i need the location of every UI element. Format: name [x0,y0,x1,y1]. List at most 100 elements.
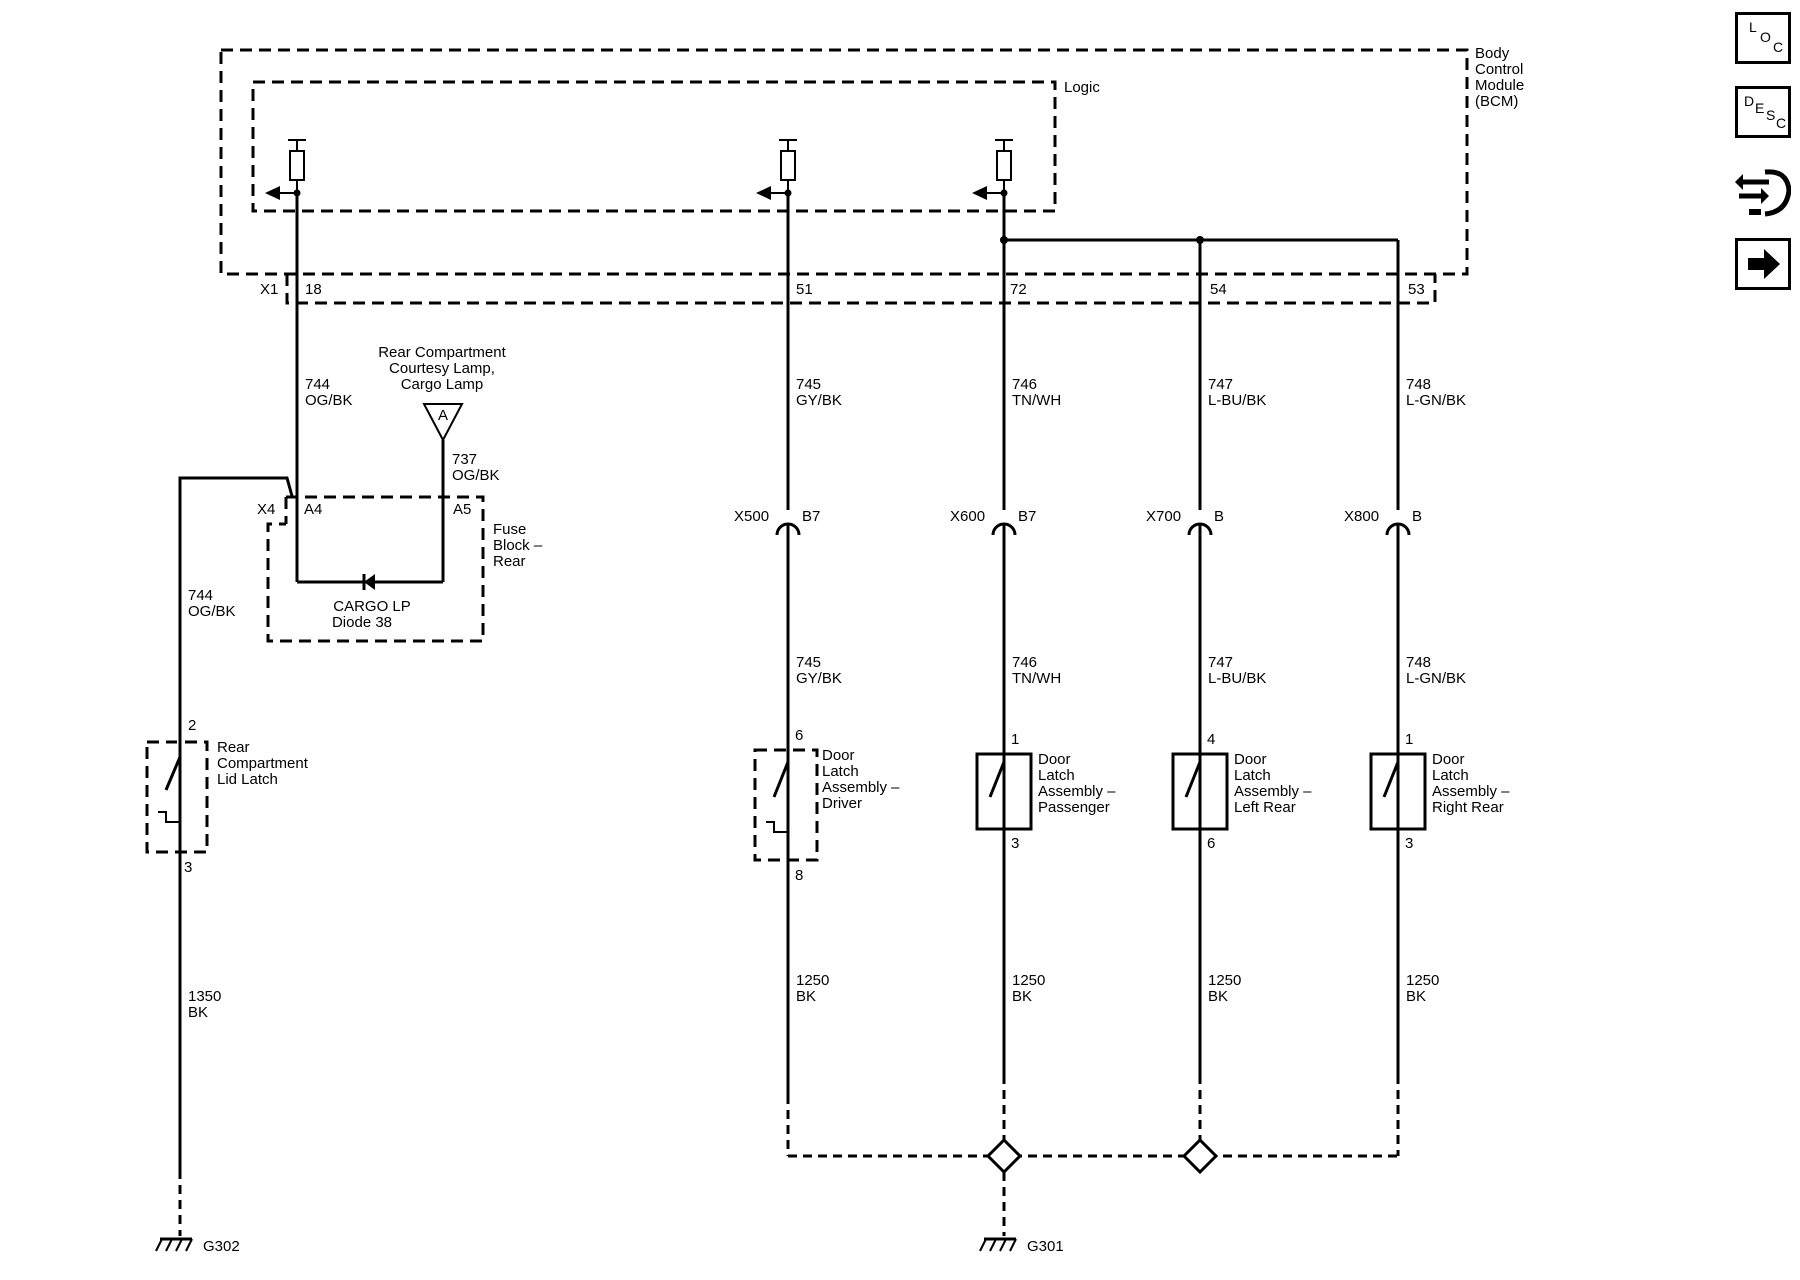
circuit-744-color: OG/BK [305,392,353,409]
svg-text:B: B [1412,508,1422,525]
svg-text:BK: BK [1208,988,1228,1005]
pin-18: 18 [305,281,322,298]
bcm-module: Body Control Module (BCM) Logic X1 [219,45,1524,305]
svg-text:Door: Door [1038,751,1071,768]
diode-label: CARGO LP [333,598,411,615]
svg-text:6: 6 [1207,835,1215,852]
svg-text:Door: Door [1234,751,1267,768]
loc-letter: L [1749,19,1757,35]
svg-text:Fuse: Fuse [493,521,526,538]
svg-text:3: 3 [1011,835,1019,852]
desc-letter: S [1766,107,1776,123]
svg-text:BK: BK [796,988,816,1005]
inline-connector-x500: X500 B7 [734,508,820,536]
ground-g302-label: G302 [203,1238,240,1255]
svg-text:Assembly –: Assembly – [1234,783,1312,800]
circuit-745-num: 745 [796,376,821,393]
svg-text:Assembly –: Assembly – [1432,783,1510,800]
diode-label: Diode 38 [332,614,392,631]
svg-text:X500: X500 [734,508,769,525]
svg-text:L-BU/BK: L-BU/BK [1208,670,1266,687]
svg-text:3: 3 [1405,835,1413,852]
desc-letter: E [1755,100,1765,116]
pin-72: 72 [1010,281,1027,298]
bcm-label-line: Body [1475,45,1510,62]
circuit-748-num: 748 [1406,376,1431,393]
desc-letter: D [1744,93,1755,109]
description-button[interactable]: D E S C [1735,86,1791,138]
circuit-745-color: GY/BK [796,392,842,409]
circuit-744-num: 744 [305,376,330,393]
svg-text:748: 748 [1406,654,1431,671]
svg-text:B: B [1214,508,1224,525]
svg-text:1250: 1250 [796,972,829,989]
inline-connector-x700: X700 B [1146,508,1224,536]
circuit-747-color: L-BU/BK [1208,392,1266,409]
svg-text:Passenger: Passenger [1038,799,1110,816]
bcm-door-bus [1000,236,1400,274]
courtesy-lamp-reference: Rear Compartment Courtesy Lamp, Cargo La… [378,344,507,582]
connector-end-view-icon [1735,169,1792,217]
svg-text:Compartment: Compartment [217,755,309,772]
svg-text:6: 6 [795,727,803,744]
svg-text:Latch: Latch [1432,767,1469,784]
svg-text:1: 1 [1405,731,1413,748]
door-latch-passenger: 1 3 Door Latch Assembly – Passenger [975,731,1116,852]
location-button[interactable]: L O C [1735,12,1791,64]
svg-text:Module: Module [1475,77,1524,94]
circuit-748-color: L-GN/BK [1406,392,1466,409]
door-latch-left-rear: 4 6 Door Latch Assembly – Left Rear [1171,731,1312,852]
circuit-1350-num: 1350 [188,988,221,1005]
ground-icon [979,1237,1017,1252]
bcm-input-pin18 [265,139,306,200]
svg-text:746: 746 [1012,654,1037,671]
circuit-744-num: 744 [188,587,213,604]
svg-text:X700: X700 [1146,508,1181,525]
circuit-746-num: 746 [1012,376,1037,393]
door-latch-right-rear: 1 3 Door Latch Assembly – Right Rear [1369,731,1510,852]
next-button[interactable] [1735,238,1791,290]
svg-text:BK: BK [1012,988,1032,1005]
logic-label: Logic [1064,79,1100,96]
svg-text:747: 747 [1208,654,1233,671]
circuit-746-color: TN/WH [1012,392,1061,409]
svg-text:4: 4 [1207,731,1215,748]
svg-text:Left Rear: Left Rear [1234,799,1296,816]
svg-text:Cargo Lamp: Cargo Lamp [401,376,484,393]
circuit-1350-color: BK [188,1004,208,1021]
lid-latch-pin-bottom: 3 [184,859,192,876]
loc-letter: O [1760,29,1771,45]
ground-icon [155,1237,193,1252]
svg-text:X600: X600 [950,508,985,525]
circuit-737-color: OG/BK [452,467,500,484]
pin-53: 53 [1408,281,1425,298]
svg-text:Driver: Driver [822,795,862,812]
svg-text:Assembly –: Assembly – [1038,783,1116,800]
svg-text:Rear: Rear [493,553,526,570]
svg-text:Latch: Latch [1038,767,1075,784]
svg-text:Body: Body [1475,45,1510,62]
svg-text:Latch: Latch [822,763,859,780]
loc-letter: C [1773,39,1784,55]
svg-text:Rear Compartment: Rear Compartment [378,344,506,361]
svg-text:Latch: Latch [1234,767,1271,784]
circuit-747-num: 747 [1208,376,1233,393]
svg-text:BK: BK [1406,988,1426,1005]
svg-text:Rear: Rear [217,739,250,756]
svg-text:1: 1 [1011,731,1019,748]
svg-text:1250: 1250 [1012,972,1045,989]
svg-text:X800: X800 [1344,508,1379,525]
bcm-connector-label: X1 [260,281,278,298]
desc-letter: C [1776,115,1787,131]
svg-text:Door: Door [1432,751,1465,768]
fuse-block-rear: X4 A4 A5 Fuse Block – Rear CARGO LP Diod… [257,495,543,643]
lamp-ref-letter: A [438,407,448,424]
circuit-737-num: 737 [452,451,477,468]
inline-connector-x600: X600 B7 [950,508,1036,536]
bcm-input-pin72 [972,139,1013,200]
svg-text:1250: 1250 [1208,972,1241,989]
lid-latch-pin-top: 2 [188,717,196,734]
ground-g301-label: G301 [1027,1238,1064,1255]
connector-end-view-button[interactable] [1735,164,1792,224]
bcm-label-line: Module [1475,77,1524,94]
